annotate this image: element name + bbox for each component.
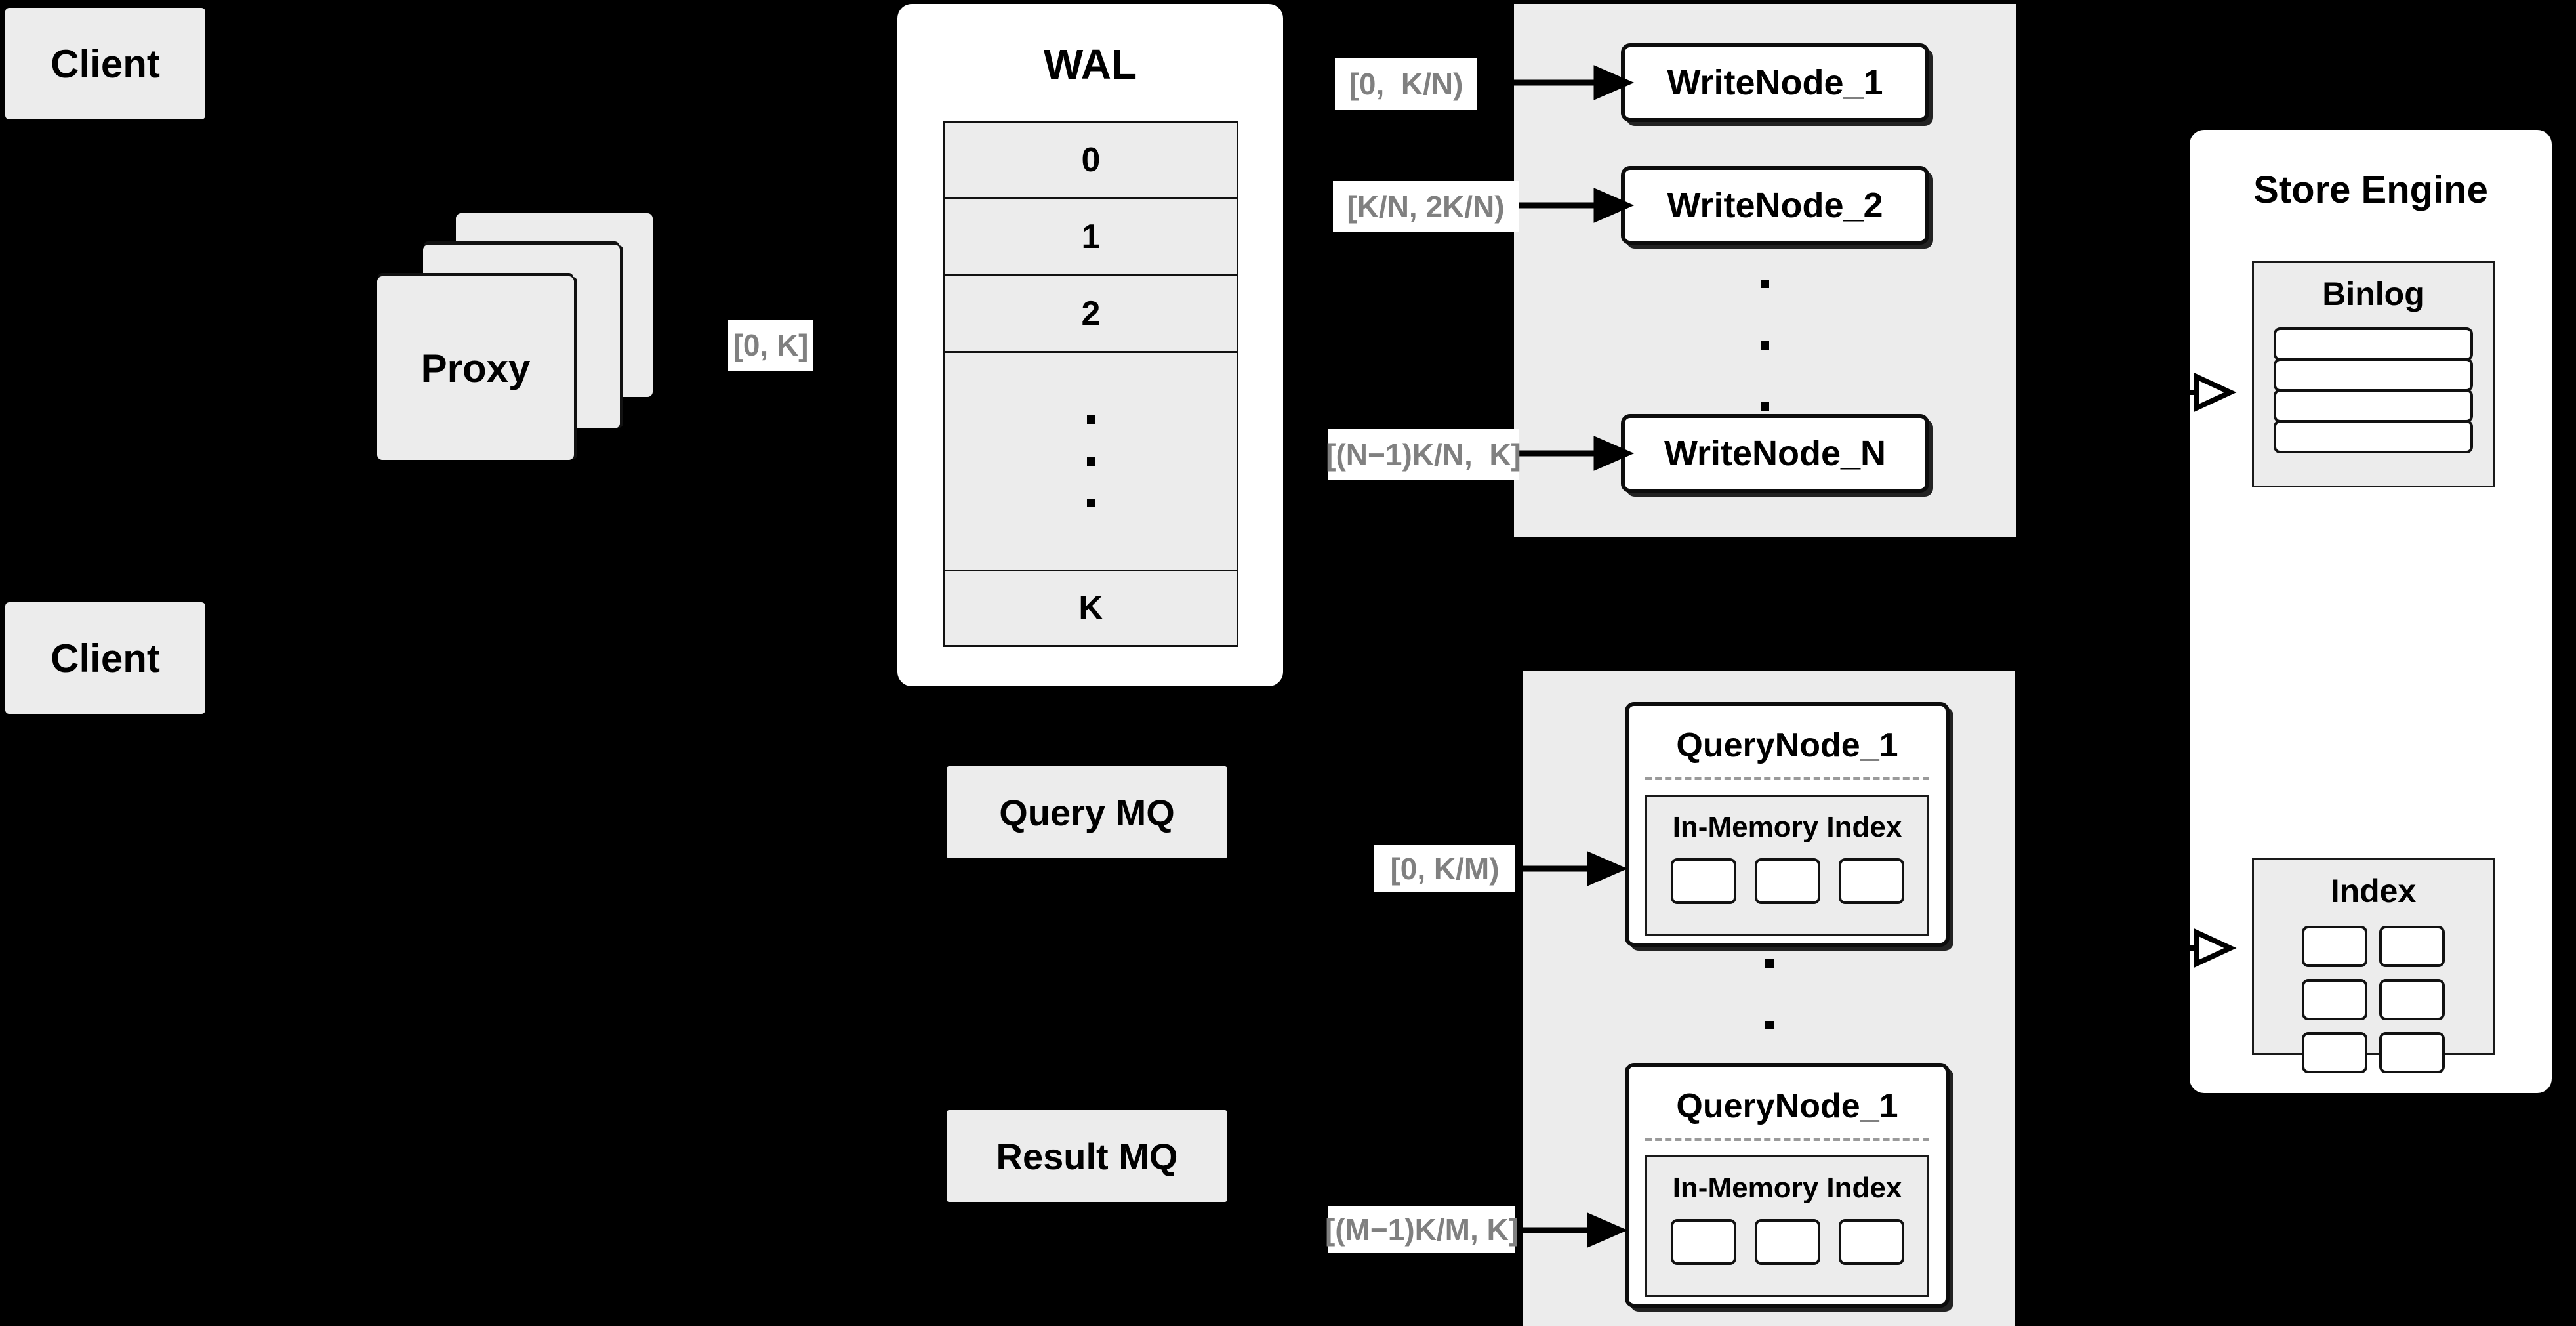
index-slot[interactable]: [2302, 979, 2367, 1020]
wal-entry-row[interactable]: 2: [943, 276, 1238, 353]
index-title: Index: [2330, 873, 2417, 909]
edge-label-wal-to-writenode-2: [K/N, 2K/N): [1333, 181, 1519, 232]
binlog-row[interactable]: [2274, 389, 2473, 423]
in-memory-index-title: In-Memory Index: [1672, 1172, 1902, 1204]
edge-label-text: [0, K]: [733, 328, 809, 362]
query-mq-label: Query MQ: [999, 791, 1175, 833]
index-slot[interactable]: [2379, 1032, 2445, 1073]
wal-entry-label: K: [1078, 589, 1103, 627]
wal-entry-row[interactable]: 1: [943, 199, 1238, 276]
write-node-label: WriteNode_1: [1667, 63, 1883, 102]
query-node-1[interactable]: QueryNode_1 In-Memory Index: [1625, 702, 1950, 947]
index-slot[interactable]: [2379, 926, 2445, 967]
write-node-label: WriteNode_N: [1664, 434, 1887, 473]
wal-entry-label: 2: [1081, 295, 1101, 333]
query-node-divider: [1645, 777, 1929, 780]
vertical-ellipsis-icon: [1086, 415, 1095, 507]
store-engine-panel: Store Engine Binlog Index: [2190, 130, 2552, 1093]
binlog-box: Binlog: [2252, 261, 2495, 487]
wal-entry-row[interactable]: K: [943, 571, 1238, 647]
index-slot[interactable]: [2302, 1032, 2367, 1073]
edge-label-mq-to-querynode-m: [(M−1)K/M, K]: [1325, 1206, 1519, 1253]
write-cluster-ellipsis-icon: [1514, 280, 2016, 411]
index-slot[interactable]: [2302, 926, 2367, 967]
index-slot[interactable]: [1838, 858, 1904, 904]
binlog-row[interactable]: [2274, 358, 2473, 392]
query-node-cluster: QueryNode_1 In-Memory Index QueryNode_1: [1523, 671, 2015, 1326]
index-slot[interactable]: [1754, 1219, 1820, 1265]
index-slot[interactable]: [1670, 1219, 1736, 1265]
query-node-m[interactable]: QueryNode_1 In-Memory Index: [1625, 1063, 1950, 1308]
write-node-2[interactable]: WriteNode_2: [1621, 166, 1929, 245]
edge-label-wal-to-writenode-n: [(N−1)K/N, K]: [1326, 429, 1521, 480]
index-slot[interactable]: [2379, 979, 2445, 1020]
query-node-title: QueryNode_1: [1676, 726, 1898, 764]
wal-entry-label: 0: [1081, 141, 1101, 179]
in-memory-index-title: In-Memory Index: [1672, 811, 1902, 843]
binlog-row[interactable]: [2274, 420, 2473, 453]
edge-label-mq-to-querynode-1: [0, K/M): [1374, 845, 1515, 892]
edge-label-text: [0, K/M): [1390, 852, 1500, 886]
client-box-1[interactable]: Client: [5, 8, 205, 119]
store-engine-arrows: [2158, 372, 2237, 968]
write-node-n[interactable]: WriteNode_N: [1621, 414, 1929, 493]
write-node-1[interactable]: WriteNode_1: [1621, 43, 1929, 122]
edge-label-text: [K/N, 2K/N): [1347, 190, 1505, 224]
result-mq-box[interactable]: Result MQ: [947, 1110, 1227, 1202]
wal-entry-list: 0 1 2 K: [943, 121, 1238, 647]
edge-label-text: [(N−1)K/N, K]: [1326, 438, 1521, 472]
wal-entry-label: 1: [1081, 218, 1101, 256]
write-node-label: WriteNode_2: [1667, 186, 1883, 225]
proxy-box[interactable]: Proxy: [377, 276, 574, 460]
in-memory-index-m: In-Memory Index: [1645, 1155, 1929, 1297]
wal-title: WAL: [1043, 41, 1137, 88]
query-mq-box[interactable]: Query MQ: [947, 766, 1227, 858]
wal-entry-row[interactable]: 0: [943, 121, 1238, 199]
index-slot[interactable]: [1670, 858, 1736, 904]
client-label-2: Client: [51, 636, 160, 680]
query-arrows: [1502, 851, 1628, 1248]
query-node-title: QueryNode_1: [1676, 1087, 1898, 1125]
edge-label-proxy-to-wal: [0, K]: [728, 320, 813, 371]
edge-label-text: [0, K/N): [1349, 67, 1463, 101]
store-engine-title: Store Engine: [2253, 169, 2488, 211]
wal-entry-ellipsis-row: [943, 353, 1238, 571]
result-mq-label: Result MQ: [996, 1135, 1178, 1177]
query-node-divider: [1645, 1138, 1929, 1141]
index-slot[interactable]: [1754, 858, 1820, 904]
binlog-title: Binlog: [2322, 276, 2424, 312]
proxy-stack[interactable]: Proxy: [377, 213, 685, 460]
index-slot[interactable]: [1838, 1219, 1904, 1265]
client-box-2[interactable]: Client: [5, 602, 205, 714]
edge-label-text: [(M−1)K/M, K]: [1324, 1212, 1519, 1247]
in-memory-index-1: In-Memory Index: [1645, 795, 1929, 936]
index-box: Index: [2252, 858, 2495, 1073]
write-arrows: [1502, 65, 1635, 471]
proxy-label: Proxy: [420, 346, 531, 390]
edge-label-wal-to-writenode-1: [0, K/N): [1335, 58, 1477, 110]
binlog-row[interactable]: [2274, 327, 2473, 361]
client-label-1: Client: [51, 41, 160, 86]
wal-panel: WAL 0 1 2 K: [897, 4, 1283, 686]
